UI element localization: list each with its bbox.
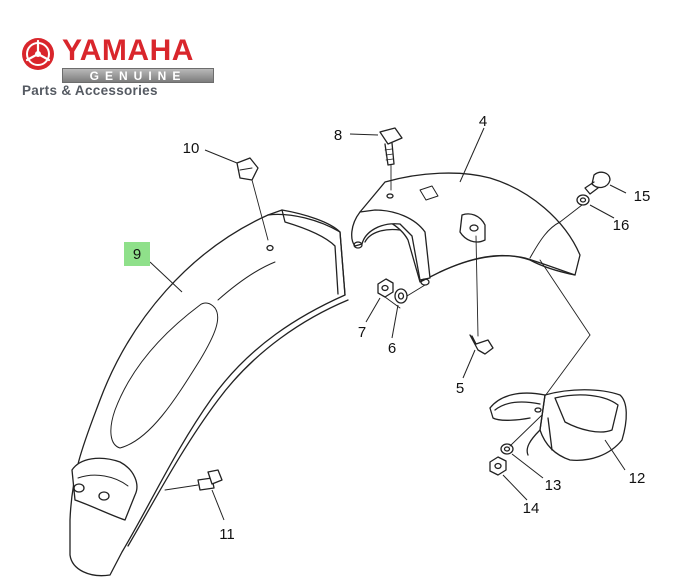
yamaha-tuning-fork-emblem-icon: [22, 38, 54, 70]
callout-4: 4: [479, 113, 487, 130]
washer-part-6: [394, 288, 408, 304]
callout-13: 13: [545, 477, 562, 494]
bolt-part-5: [469, 334, 494, 355]
genuine-banner: GENUINE: [62, 68, 214, 83]
callout-7: 7: [358, 324, 366, 341]
callout-14: 14: [523, 500, 540, 517]
bolt-part-11: [197, 469, 223, 491]
callout-11: 11: [219, 526, 235, 543]
washer-part-13: [500, 443, 514, 455]
callout-12: 12: [629, 470, 646, 487]
callout-15: 15: [634, 188, 651, 205]
callout-10: 10: [183, 140, 200, 157]
washer-part-16: [576, 194, 590, 206]
nut-part-14: [489, 456, 507, 476]
yamaha-logo: YAMAHA GENUINE Parts & Accessories: [20, 34, 220, 100]
callout-6: 6: [388, 340, 396, 357]
highlight-part-9: [124, 242, 150, 266]
callout-16: 16: [613, 217, 630, 234]
tagline: Parts & Accessories: [22, 83, 158, 98]
callout-5: 5: [456, 380, 464, 397]
fender-bracket-part: [351, 172, 581, 286]
rear-fender-part: [69, 209, 349, 577]
brand-name: YAMAHA: [62, 34, 194, 67]
bolt-part-8: [379, 127, 403, 166]
callout-8: 8: [334, 127, 342, 144]
tail-light-part: [489, 389, 627, 461]
nut-part-7: [377, 278, 394, 298]
screw-part-15: [584, 171, 611, 195]
callout-9: 9: [133, 246, 141, 263]
clip-part-10: [236, 157, 259, 181]
